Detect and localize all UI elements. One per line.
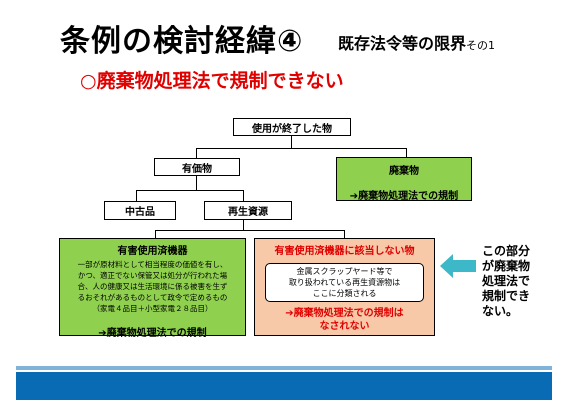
node-used-goods-label: 中古品 [125, 207, 155, 218]
nonhaz-inner-line: ここに分類される [312, 289, 377, 298]
hazardous-desc-line: 合、人の健康又は生活環境に係る被害を生ず [77, 282, 228, 291]
node-valuable-label: 有価物 [182, 163, 212, 175]
subtitle-text: 既存法令等の限界 [338, 34, 467, 53]
connector [136, 190, 244, 191]
node-waste-note: ➔廃棄物処理法での規制 [349, 191, 459, 202]
node-recycled: 再生資源 [204, 201, 292, 220]
node-hazardous-note: ➔廃棄物処理法での規制 [98, 328, 207, 339]
node-root-label: 使用が終了した物 [252, 123, 332, 135]
bottom-stripe [16, 366, 552, 370]
callout-line: この部分 [482, 244, 531, 258]
connector [136, 190, 137, 201]
hazardous-desc-line: 一部が原材料として相当程度の価値を有し、 [77, 260, 228, 269]
connector [155, 230, 345, 231]
connector [243, 190, 244, 201]
node-nonhazardous: 有害使用済機器に該当しない物 金属スクラップヤード等で 取り扱われている再生資源… [254, 238, 435, 336]
node-hazardous-title: 有害使用済機器 [117, 246, 188, 257]
hazardous-desc-line: （家電４品目＋小型家電２８品目） [92, 304, 213, 313]
connector [344, 230, 345, 238]
connector [243, 220, 244, 230]
node-waste: 廃棄物 ➔廃棄物処理法での規制 [336, 157, 472, 202]
nonhaz-note-line: ➔廃棄物処理法での規制は [285, 308, 404, 319]
bottom-bar [16, 372, 552, 400]
nonhazardous-inner-box: 金属スクラップヤード等で 取り扱われている再生資源物は ここに分類される [265, 263, 424, 302]
connector [406, 148, 407, 157]
subtitle-suffix: その1 [466, 39, 496, 52]
page-title: 条例の検討経緯④ [60, 24, 304, 59]
connector [196, 148, 407, 149]
nonhaz-note-line: なされない [319, 321, 370, 332]
node-recycled-label: 再生資源 [228, 207, 268, 218]
node-hazardous: 有害使用済機器 一部が原材料として相当程度の価値を有し、 かつ、適正でない保管又… [59, 238, 246, 339]
page-subtitle: 既存法令等の限界その1 [338, 30, 495, 54]
node-valuable: 有価物 [154, 158, 240, 176]
callout-line: 規制でき [482, 289, 531, 303]
connector [155, 230, 156, 238]
node-used-goods: 中古品 [104, 201, 176, 220]
callout-line: 処理法で [482, 274, 531, 288]
nonhaz-inner-line: 金属スクラップヤード等で [296, 267, 393, 276]
node-waste-title: 廃棄物 [389, 166, 419, 177]
connector [196, 148, 197, 158]
callout-text: この部分 が廃棄物 処理法で 規制でき ない。 [482, 244, 530, 319]
hazardous-desc-line: るおそれがあるものとして政令で定めるもの [77, 293, 228, 302]
callout-line: が廃棄物 [482, 259, 531, 273]
hazardous-desc-line: かつ、適正でない保管又は処分が行われた場 [77, 271, 228, 280]
nonhaz-inner-line: 取り扱われている再生資源物は [288, 278, 401, 287]
left-arrow-icon [440, 254, 476, 278]
callout-line: ない。 [482, 304, 519, 318]
connector [196, 176, 197, 190]
headline: ○廃棄物処理法で規制できない [80, 70, 344, 92]
node-root: 使用が終了した物 [233, 118, 351, 136]
node-nonhazardous-title: 有害使用済機器に該当しない物 [274, 246, 415, 257]
connector [291, 136, 292, 148]
